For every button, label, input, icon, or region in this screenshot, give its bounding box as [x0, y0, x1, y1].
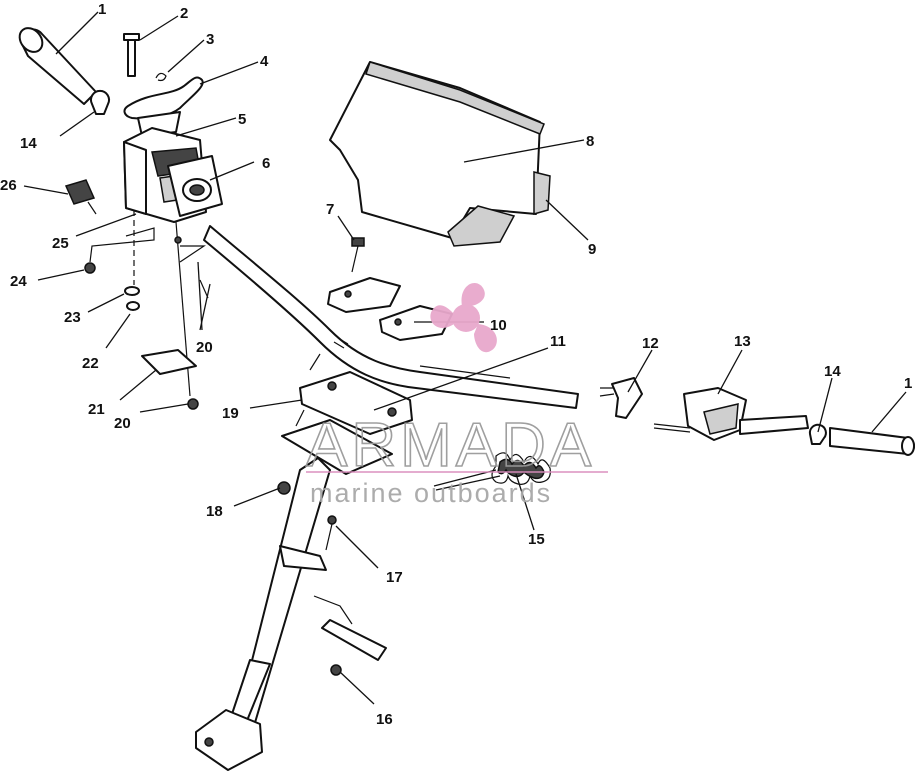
label-23: 23: [64, 309, 81, 326]
label-20-upper: 20: [196, 339, 213, 356]
bracket-12: [599, 377, 643, 419]
watermark: ARMADA marine outboards: [305, 283, 608, 508]
label-1-right: 1: [904, 375, 912, 392]
nut-24: [84, 262, 96, 274]
label-21: 21: [88, 401, 105, 418]
label-14-left: 14: [20, 135, 37, 152]
label-7: 7: [326, 201, 334, 218]
handlebar: [203, 225, 579, 409]
callout-labels: 1 2 3 4 14 5 6 26 25 24 23 22 21 20 20 7…: [0, 1, 912, 728]
small-switch: [64, 179, 97, 215]
label-12: 12: [642, 335, 659, 352]
propeller-logo: [430, 283, 497, 353]
label-14-right: 14: [824, 363, 841, 380]
label-20-lower: 20: [114, 415, 131, 432]
label-10: 10: [490, 317, 507, 334]
label-8: 8: [586, 133, 594, 150]
nut-18: [277, 481, 291, 495]
label-1-left: 1: [98, 1, 106, 18]
watermark-tagline: marine outboards: [310, 478, 552, 508]
clip: [155, 72, 167, 82]
switch-housing-13: [653, 387, 809, 441]
label-4: 4: [260, 53, 269, 70]
plate-21: [141, 349, 197, 375]
steering-column: [195, 353, 393, 771]
label-25: 25: [52, 235, 69, 252]
right-grip: [829, 427, 915, 456]
label-2: 2: [180, 5, 188, 22]
label-5: 5: [238, 111, 246, 128]
throttle-lever: [123, 76, 204, 120]
shaft-16: [313, 595, 387, 676]
leader-lines: [23, 11, 907, 705]
handlebar-cover: [329, 61, 551, 247]
washer-22: [126, 301, 140, 311]
label-9: 9: [588, 241, 596, 258]
label-3: 3: [206, 31, 214, 48]
label-24: 24: [10, 273, 27, 290]
screw-7: [351, 237, 365, 273]
lower-clamp: [299, 371, 413, 435]
label-26: 26: [0, 177, 17, 194]
bolt-17: [325, 515, 337, 551]
label-6: 6: [262, 155, 270, 172]
left-grip: [18, 27, 110, 115]
pin: [123, 33, 140, 77]
label-17: 17: [386, 569, 403, 586]
coiled-wire: [433, 452, 551, 491]
label-19: 19: [222, 405, 239, 422]
mounting-plate: [167, 155, 223, 217]
watermark-brand: ARMADA: [306, 411, 595, 480]
label-18: 18: [206, 503, 223, 520]
washer-23: [124, 286, 140, 296]
end-cap-14: [808, 423, 827, 445]
label-15: 15: [528, 531, 545, 548]
label-16: 16: [376, 711, 393, 728]
label-11: 11: [550, 333, 566, 350]
label-13: 13: [734, 333, 751, 350]
label-22: 22: [82, 355, 99, 372]
